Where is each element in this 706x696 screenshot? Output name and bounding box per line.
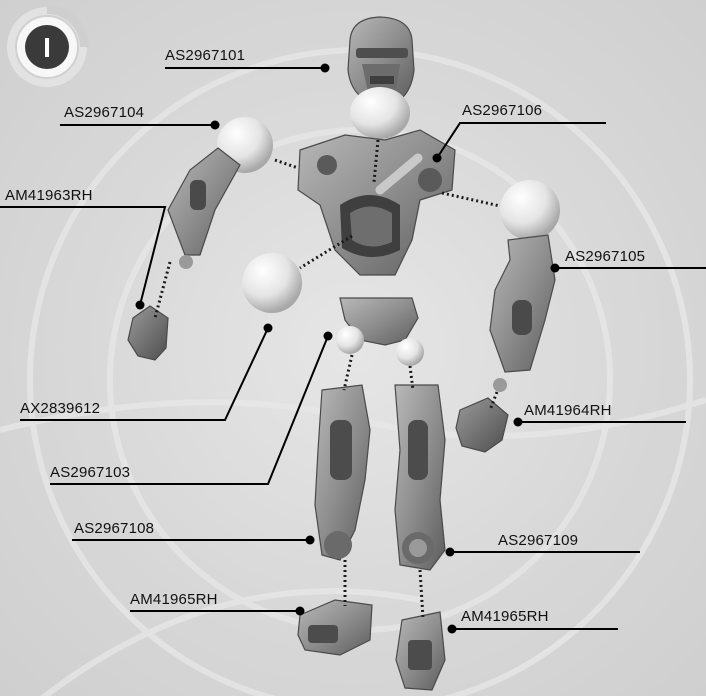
callout-label-right-arm: AS2967105 (565, 249, 645, 265)
callout-label-left-forearm: AM41963RH (5, 188, 93, 204)
callout-label-right-leg: AS2967109 (498, 533, 578, 549)
callout-label-head: AS2967101 (165, 48, 245, 64)
loose-ball-joint (242, 253, 302, 313)
right-leg-part (395, 385, 445, 690)
callout-label-torso: AS2967106 (462, 103, 542, 119)
left-leg-part (298, 385, 372, 655)
step-number: I (43, 32, 51, 63)
step-badge: I (7, 5, 89, 87)
left-arm-part (128, 117, 273, 360)
callout-label-left-leg: AS2967108 (74, 521, 154, 537)
callout-label-right-foot: AM41965RH (461, 609, 549, 625)
callout-label-left-foot: AM41965RH (130, 592, 218, 608)
callout-label-ball-joint: AX2839612 (20, 401, 100, 417)
callout-label-left-shoulder: AS2967104 (64, 105, 144, 121)
callout-label-right-hand: AM41964RH (524, 403, 612, 419)
neck-ball (350, 87, 410, 139)
hips-part (336, 298, 424, 366)
callout-label-hips: AS2967103 (50, 465, 130, 481)
